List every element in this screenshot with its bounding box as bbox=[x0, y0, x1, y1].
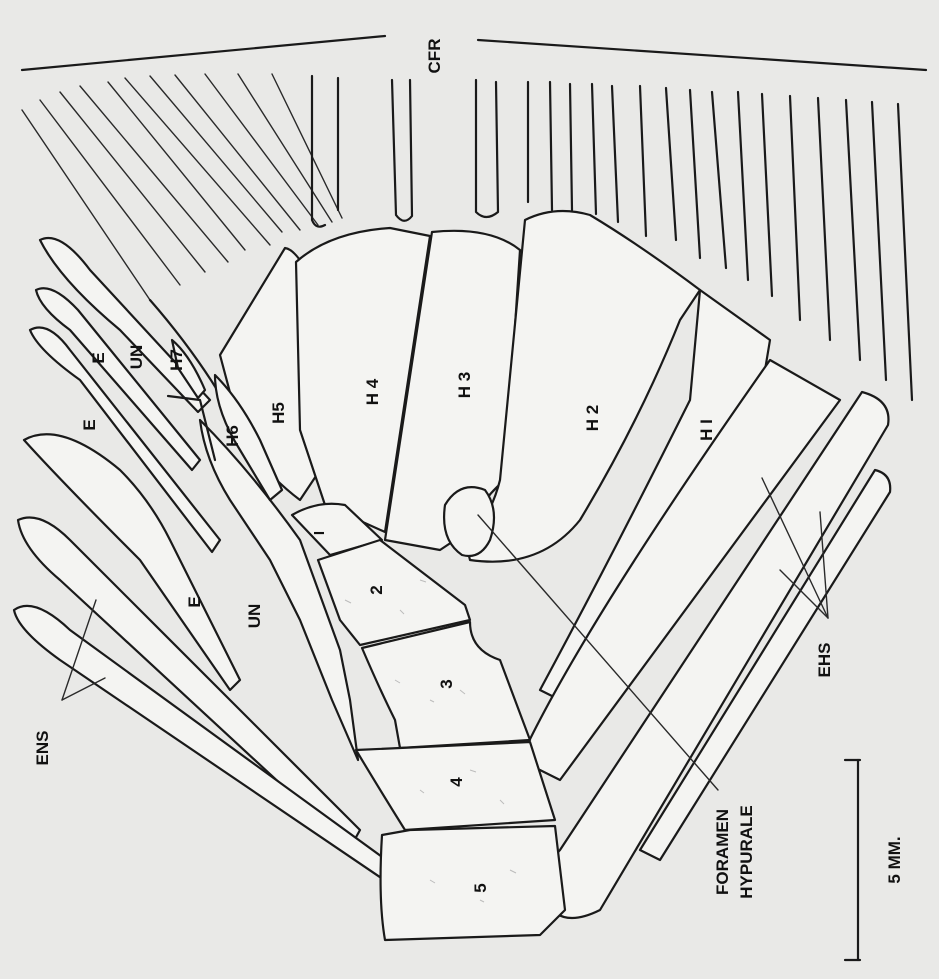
centrum-5 bbox=[381, 826, 565, 940]
ens-label: ENS bbox=[33, 731, 52, 766]
un-lower-label: UN bbox=[245, 604, 264, 629]
h1-label: H I bbox=[697, 419, 716, 441]
e-top-right-label: E bbox=[89, 352, 108, 363]
h7-label: H7 bbox=[167, 349, 186, 371]
scale-bar bbox=[845, 760, 860, 960]
h4-label: H 4 bbox=[363, 378, 382, 405]
un-upper-label: UN bbox=[127, 345, 146, 370]
vertebra-3-label: 3 bbox=[437, 679, 456, 688]
ehs-label: EHS bbox=[815, 643, 834, 678]
e-lower-label: E bbox=[185, 596, 204, 607]
e-top-left-label: E bbox=[80, 419, 99, 430]
vertebra-4-label: 4 bbox=[447, 777, 466, 787]
cfr-label: CFR bbox=[425, 39, 444, 74]
cfr-bracket bbox=[22, 36, 926, 70]
vertebra-2-label: 2 bbox=[367, 585, 386, 594]
h5-label: H5 bbox=[269, 402, 288, 424]
foramen-label-line1: FORAMEN bbox=[713, 809, 732, 895]
vertebra-1-label: I bbox=[311, 531, 328, 535]
foramen-label-line2: HYPURALE bbox=[737, 805, 756, 899]
h3-label: H 3 bbox=[455, 372, 474, 398]
h2-label: H 2 bbox=[583, 405, 602, 431]
h6-label: H6 bbox=[223, 425, 242, 447]
vertebral-centra bbox=[292, 504, 565, 940]
vertebra-5-label: 5 bbox=[471, 883, 490, 892]
foramen-hypurale bbox=[444, 487, 494, 556]
scale-label: 5 MM. bbox=[885, 836, 904, 883]
